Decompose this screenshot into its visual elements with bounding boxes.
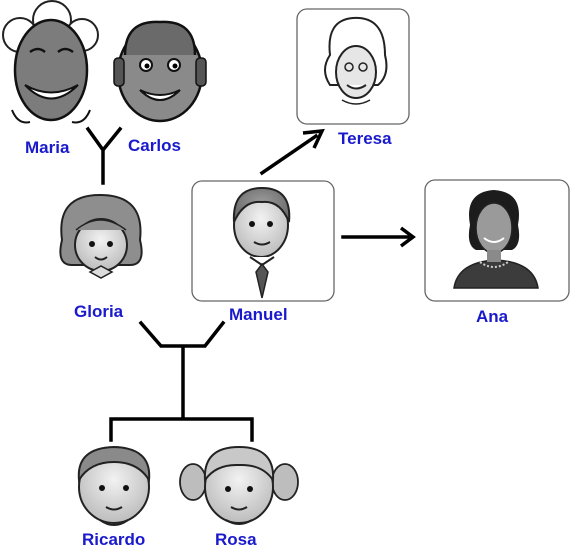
label-maria: Maria <box>25 138 70 157</box>
carlos-portrait-icon <box>113 20 207 123</box>
manuel-portrait-icon <box>232 186 291 299</box>
ricardo-portrait-icon <box>77 445 151 526</box>
gloria-portrait-icon <box>59 193 143 279</box>
maria-carlos-fork <box>85 126 123 185</box>
label-rosa: Rosa <box>215 530 257 549</box>
connector-lines <box>85 126 410 442</box>
label-carlos: Carlos <box>128 136 181 155</box>
maria-portrait-icon <box>2 0 99 124</box>
arrowhead-ana-icon <box>399 226 416 248</box>
children-bracket <box>109 417 254 442</box>
teresa-portrait-icon <box>324 16 388 105</box>
label-ana: Ana <box>476 307 509 326</box>
arrow-to-teresa <box>259 133 319 176</box>
arrowhead-teresa-icon <box>302 128 325 149</box>
label-manuel: Manuel <box>229 305 288 324</box>
ana-portrait-icon <box>453 190 539 289</box>
label-ricardo: Ricardo <box>82 530 146 549</box>
rosa-portrait-icon <box>179 445 299 525</box>
gloria-manuel-fork <box>138 320 226 419</box>
label-gloria: Gloria <box>74 302 124 321</box>
label-teresa: Teresa <box>338 129 392 148</box>
